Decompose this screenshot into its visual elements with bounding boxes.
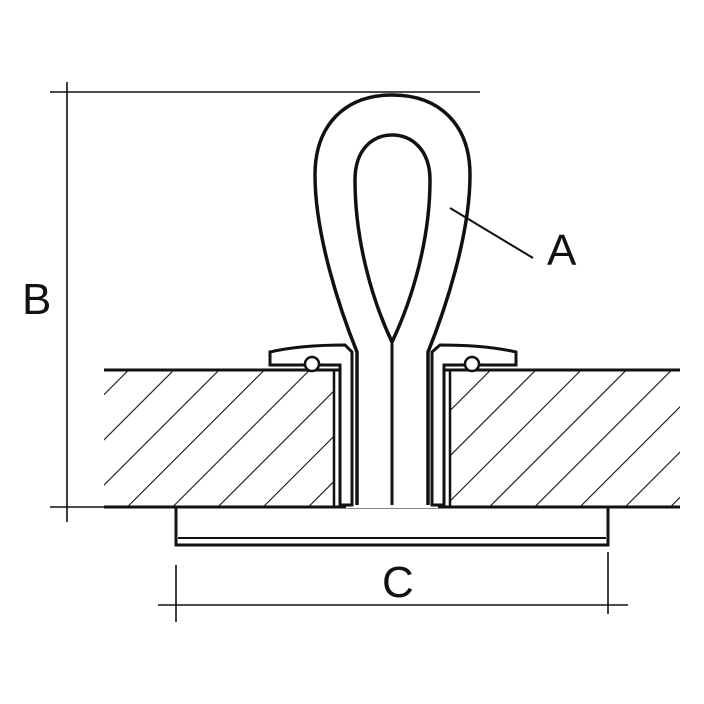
dimension-b bbox=[50, 82, 480, 522]
right-base-block bbox=[450, 370, 680, 507]
left-bushing bbox=[268, 343, 354, 507]
eye-bolt bbox=[313, 93, 472, 508]
right-bushing bbox=[430, 343, 518, 507]
label-b: B bbox=[22, 275, 51, 324]
label-c: C bbox=[382, 558, 414, 607]
magnet-plate bbox=[174, 505, 610, 547]
left-base-block bbox=[104, 370, 334, 507]
label-a: A bbox=[547, 226, 577, 275]
leader-line-a bbox=[449, 207, 534, 259]
dimension-c bbox=[158, 552, 628, 622]
